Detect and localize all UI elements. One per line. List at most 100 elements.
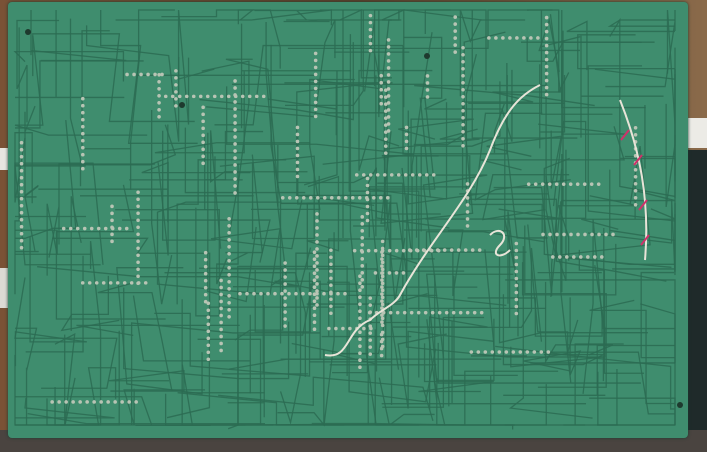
copper-trace xyxy=(521,243,617,296)
copper-trace xyxy=(30,10,127,62)
solder-pad xyxy=(449,248,454,252)
copper-trace xyxy=(401,32,433,260)
solder-pad xyxy=(373,271,378,275)
solder-pad xyxy=(461,80,465,85)
solder-pad xyxy=(352,248,357,253)
solder-pad xyxy=(544,36,549,41)
copper-trace xyxy=(116,267,203,395)
solder-pad xyxy=(295,167,300,172)
copper-trace xyxy=(100,10,142,190)
solder-pad xyxy=(461,87,465,92)
solder-pad xyxy=(437,310,442,315)
solder-pad xyxy=(184,94,189,99)
solder-pad xyxy=(81,145,85,150)
solder-pad xyxy=(514,255,519,260)
solder-pad xyxy=(203,264,208,269)
solder-pad xyxy=(329,291,333,296)
solder-pad xyxy=(633,153,638,158)
solder-pad xyxy=(386,45,391,49)
solder-pad xyxy=(380,239,385,244)
solder-pad xyxy=(283,275,287,279)
solder-pad xyxy=(368,48,373,53)
solder-pad xyxy=(201,147,205,152)
red-mark xyxy=(640,234,650,246)
solder-pad xyxy=(157,86,161,91)
copper-trace xyxy=(216,163,239,285)
solder-pad xyxy=(19,182,24,187)
solder-pad xyxy=(233,191,237,195)
copper-trace xyxy=(14,277,118,389)
solder-pad xyxy=(425,95,430,99)
copper-trace xyxy=(624,104,675,169)
solder-pad xyxy=(233,142,237,146)
solder-pad xyxy=(380,344,385,349)
solder-pad xyxy=(380,295,385,300)
copper-trace xyxy=(582,219,675,394)
solder-pad xyxy=(329,195,334,200)
copper-trace xyxy=(381,155,439,238)
solder-pad xyxy=(219,278,223,283)
solder-pad xyxy=(461,122,465,127)
solder-pad xyxy=(273,291,277,296)
solder-pad xyxy=(585,255,590,259)
solder-pad xyxy=(536,36,540,40)
copper-trace xyxy=(13,50,125,82)
copper-trace xyxy=(210,200,303,295)
solder-pad xyxy=(380,281,385,286)
copper-trace xyxy=(427,247,543,342)
solder-pad xyxy=(295,153,300,158)
copper-trace xyxy=(666,9,676,146)
solder-pad xyxy=(191,94,196,99)
solder-pad xyxy=(423,310,428,315)
copper-trace xyxy=(25,255,84,353)
solder-pad xyxy=(597,232,601,237)
solder-pad xyxy=(85,400,89,404)
solder-pad xyxy=(379,87,384,92)
solder-pad xyxy=(81,124,85,129)
solder-pad xyxy=(526,182,531,186)
copper-trace xyxy=(566,20,675,71)
solder-pad xyxy=(99,400,103,404)
solder-pad xyxy=(206,350,211,355)
solder-pad xyxy=(110,225,114,230)
copper-trace xyxy=(447,138,511,328)
solder-pad xyxy=(174,97,178,101)
solder-pad xyxy=(315,226,319,230)
copper-trace xyxy=(561,189,676,293)
copper-trace xyxy=(270,44,344,204)
copper-trace xyxy=(538,10,625,135)
copper-trace xyxy=(225,154,264,264)
solder-pad xyxy=(203,250,208,255)
solder-pad xyxy=(386,115,391,119)
solder-pad xyxy=(157,114,161,119)
copper-trace xyxy=(453,275,518,425)
copper-trace xyxy=(413,31,506,146)
solder-pad xyxy=(315,282,319,286)
solder-pad xyxy=(329,297,333,302)
solder-pad xyxy=(371,195,376,200)
solder-pad xyxy=(368,324,373,328)
solder-pad xyxy=(313,72,318,77)
solder-pad xyxy=(203,299,208,304)
solder-pad xyxy=(329,304,333,309)
solder-pad xyxy=(518,350,523,354)
solder-pad xyxy=(383,123,388,127)
solder-pad xyxy=(136,211,140,216)
solder-pad xyxy=(81,166,85,171)
solder-pad xyxy=(453,43,458,47)
solder-pad xyxy=(368,338,373,342)
solder-pad xyxy=(206,357,211,362)
solder-pad xyxy=(160,72,164,77)
copper-trace xyxy=(539,64,566,149)
solder-pad xyxy=(312,313,317,317)
copper-trace xyxy=(48,163,155,258)
copper-trace xyxy=(15,185,39,253)
solder-pad xyxy=(233,121,237,125)
solder-pad xyxy=(544,71,549,76)
copper-trace xyxy=(32,33,195,123)
solder-pad xyxy=(578,255,583,259)
solder-pad xyxy=(368,352,373,356)
solder-pad xyxy=(514,290,519,295)
solder-pad xyxy=(379,353,384,358)
